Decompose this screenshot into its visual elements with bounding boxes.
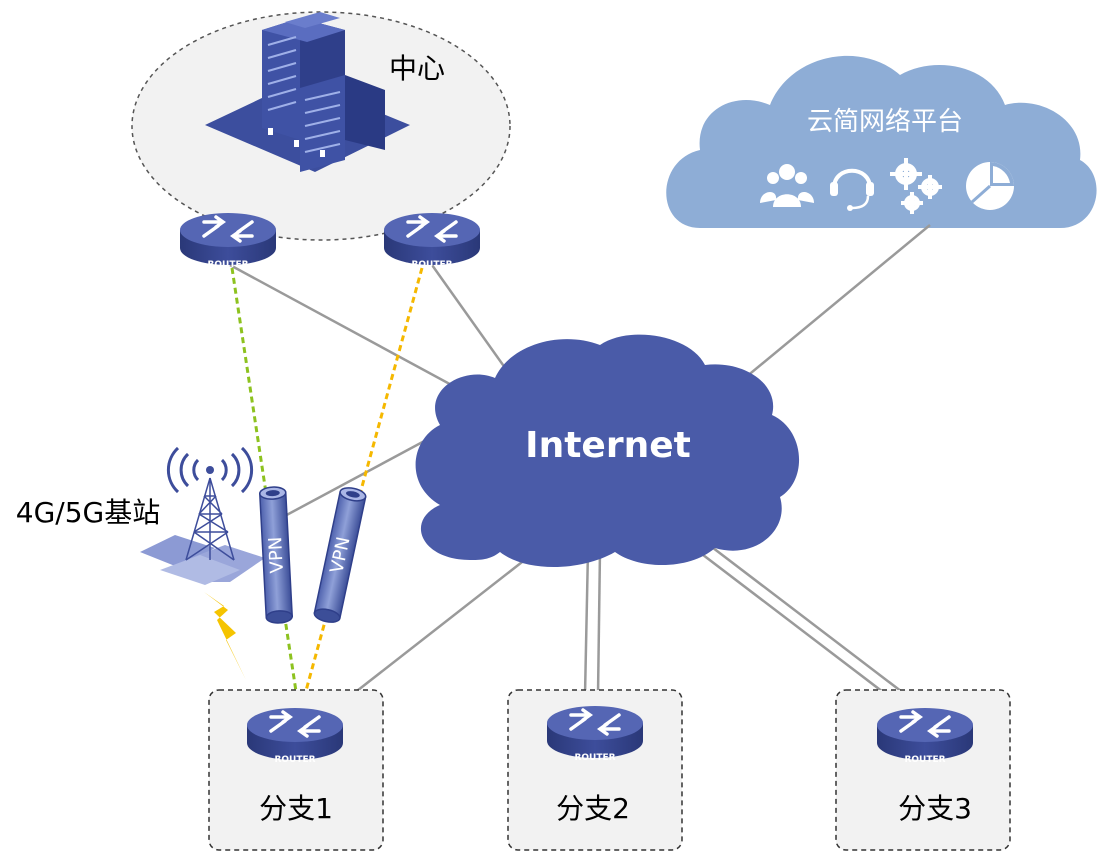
router-arrows-icon bbox=[202, 215, 254, 243]
pie-chart-icon bbox=[966, 162, 1014, 210]
link-branch3-internet-a bbox=[689, 544, 901, 706]
link-center-r1-internet bbox=[229, 263, 471, 397]
tunnel-green bbox=[230, 267, 299, 699]
link-branch2-internet-b bbox=[596, 549, 602, 696]
router-center-2: ROUTER bbox=[384, 213, 480, 270]
router-branch-3: ROUTER bbox=[877, 708, 973, 765]
branch-label-2: 分支2 bbox=[556, 792, 630, 825]
links bbox=[229, 224, 931, 713]
router-arrows-icon bbox=[569, 708, 621, 736]
building-icon bbox=[205, 12, 410, 172]
lightning-icon bbox=[204, 592, 246, 680]
link-branch2-internet-a bbox=[583, 549, 590, 696]
base-station-icon bbox=[140, 446, 265, 585]
router-center-1: ROUTER bbox=[180, 213, 276, 270]
link-branch3-internet-b bbox=[699, 537, 911, 699]
router-arrows-icon bbox=[269, 710, 321, 738]
router-arrows-icon bbox=[899, 710, 951, 738]
link-center-r2-internet bbox=[430, 264, 510, 373]
internet-label: Internet bbox=[525, 425, 691, 466]
internet-cloud bbox=[415, 334, 800, 567]
vpn-label-1: VPN bbox=[265, 536, 288, 574]
router-branch-1: ROUTER bbox=[247, 708, 343, 765]
branch-label-3: 分支3 bbox=[898, 792, 972, 825]
router-text: ROUTER bbox=[411, 260, 452, 270]
link-platform-internet bbox=[739, 224, 931, 383]
platform-cloud bbox=[666, 55, 1097, 228]
link-branch1-internet bbox=[329, 547, 541, 713]
router-text: ROUTER bbox=[207, 260, 248, 270]
platform-label: 云简网络平台 bbox=[807, 107, 963, 137]
center-label: 中心 bbox=[389, 52, 445, 85]
router-text: ROUTER bbox=[904, 755, 945, 765]
router-text: ROUTER bbox=[274, 755, 315, 765]
tunnel-yellow bbox=[302, 267, 424, 699]
headset-icon bbox=[830, 168, 874, 211]
gears-icon bbox=[890, 158, 942, 214]
router-arrows-icon bbox=[406, 215, 458, 243]
users-icon bbox=[760, 164, 814, 207]
router-text: ROUTER bbox=[574, 753, 615, 763]
link-basestation-internet bbox=[267, 436, 431, 527]
router-branch-2: ROUTER bbox=[547, 706, 643, 763]
vpn-tunnel-1: VPN bbox=[258, 486, 294, 624]
vpn-tunnel-2: VPN bbox=[313, 487, 367, 623]
branch-label-1: 分支1 bbox=[259, 792, 333, 825]
base-station-label: 4G/5G基站 bbox=[16, 496, 160, 529]
